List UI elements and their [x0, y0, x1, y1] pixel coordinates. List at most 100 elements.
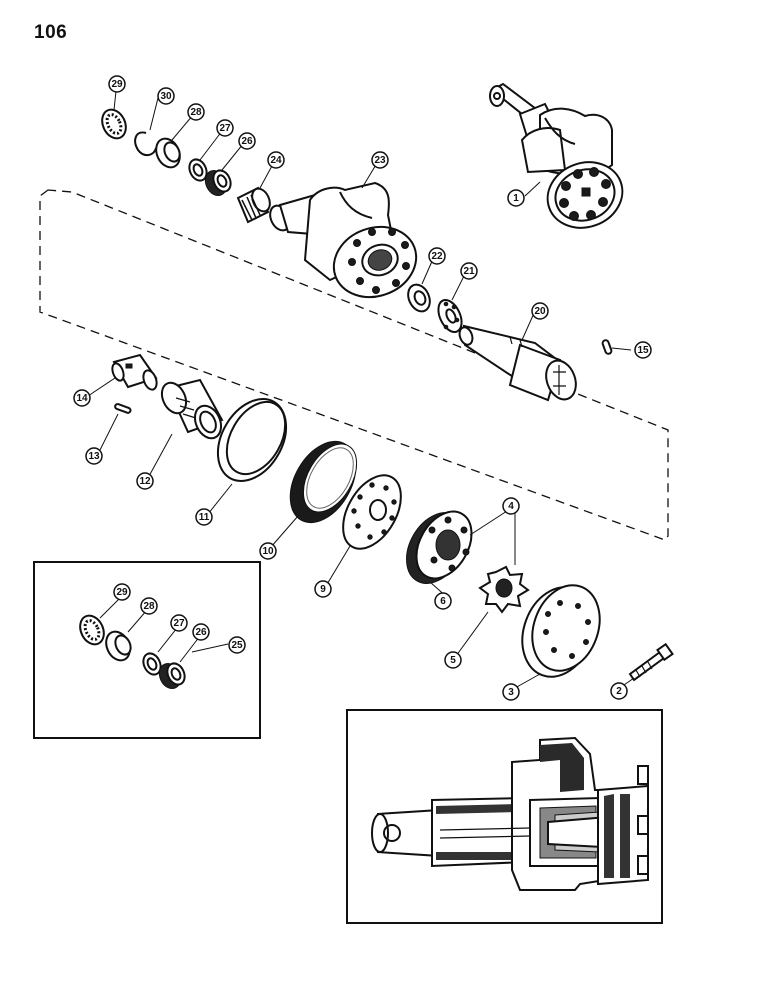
rotor-5: [478, 565, 530, 614]
callout-circle: [460, 262, 478, 280]
callout-circle: [73, 389, 91, 407]
callout-circle: [531, 302, 549, 320]
callout-circle: [195, 508, 213, 526]
callout-label: 23: [374, 155, 386, 166]
callout-k29: 29: [113, 583, 131, 601]
callout-label: 27: [173, 618, 185, 629]
callout-label: 14: [76, 393, 88, 404]
assembled-steering-valve: [489, 82, 624, 229]
callout-c4: 4: [502, 497, 520, 515]
callout-c11: 11: [195, 508, 213, 526]
seal-28: [155, 137, 181, 169]
callout-label: 26: [195, 627, 207, 638]
callout-label: 30: [160, 91, 172, 102]
sleeve-12: [160, 378, 224, 440]
callout-c26: 26: [238, 132, 256, 150]
callout-c1: 1: [507, 189, 525, 207]
callout-circle: [259, 542, 277, 560]
callout-c15: 15: [634, 341, 652, 359]
drive-link-14: [111, 353, 158, 391]
callout-label: 12: [139, 476, 151, 487]
callout-label: 2: [616, 686, 622, 697]
cross-section-inset-frame: [346, 709, 663, 924]
callout-c2: 2: [610, 682, 628, 700]
callout-circle: [113, 583, 131, 601]
gerotor-6: [406, 510, 473, 584]
callout-circle: [216, 119, 234, 137]
snap-ring-30: [134, 131, 157, 156]
callout-circle: [238, 132, 256, 150]
leader-lines: [87, 90, 635, 689]
callout-label: 27: [219, 123, 231, 134]
callout-circle: [192, 623, 210, 641]
seal-kit-inset-frame: [33, 561, 261, 739]
callout-k28: 28: [140, 597, 158, 615]
valve-housing-23: [269, 181, 418, 299]
callout-c27: 27: [216, 119, 234, 137]
callout-c28: 28: [187, 103, 205, 121]
callout-label: 13: [88, 451, 100, 462]
callout-label: 4: [508, 501, 514, 512]
gerotor-ring-10: [289, 440, 358, 524]
callout-label: 26: [241, 136, 253, 147]
kit-seal-28: [105, 630, 132, 662]
callout-c14: 14: [73, 389, 91, 407]
callout-label: 15: [637, 345, 649, 356]
callout-k26: 26: [192, 623, 210, 641]
callout-label: 24: [270, 155, 282, 166]
plate-21: [437, 299, 463, 333]
callout-circle: [140, 597, 158, 615]
callout-k25: 25: [228, 636, 246, 654]
callout-label: 10: [262, 546, 274, 557]
callout-circle: [314, 580, 332, 598]
kit-leader-lines: [99, 597, 229, 663]
callout-label: 6: [440, 596, 446, 607]
page-number: 106: [34, 22, 68, 43]
callout-c20: 20: [531, 302, 549, 320]
callout-label: 22: [431, 251, 443, 262]
callout-c24: 24: [267, 151, 285, 169]
callout-circle: [170, 614, 188, 632]
callout-circle: [267, 151, 285, 169]
callout-c30: 30: [157, 87, 175, 105]
ring-11: [216, 398, 288, 482]
kit-washer-27: [142, 652, 162, 676]
callout-circle: [502, 683, 520, 701]
callout-label: 11: [199, 512, 210, 523]
bearing-29: [101, 108, 127, 140]
kit-bearing-29: [79, 614, 105, 646]
callout-circle: [108, 75, 126, 93]
callout-c22: 22: [428, 247, 446, 265]
pin-13: [114, 403, 132, 414]
callout-circle: [136, 472, 154, 490]
washer-27: [188, 158, 208, 182]
end-cap-3: [521, 584, 601, 678]
callout-label: 28: [190, 107, 202, 118]
callout-c23: 23: [371, 151, 389, 169]
callout-c12: 12: [136, 472, 154, 490]
callout-c29: 29: [108, 75, 126, 93]
callout-c9: 9: [314, 580, 332, 598]
callout-c13: 13: [85, 447, 103, 465]
callout-label: 1: [513, 193, 519, 204]
needle-bearing-24: [236, 186, 271, 224]
callout-circle: [228, 636, 246, 654]
callout-k27: 27: [170, 614, 188, 632]
callout-label: 28: [143, 601, 155, 612]
callout-circle: [610, 682, 628, 700]
spacer-22: [407, 283, 431, 313]
callout-c10: 10: [259, 542, 277, 560]
spool-20: [458, 324, 577, 402]
callout-label: 20: [534, 306, 546, 317]
callout-label: 29: [116, 587, 128, 598]
callout-label: 21: [463, 266, 475, 277]
callout-circle: [428, 247, 446, 265]
callout-label: 5: [450, 655, 456, 666]
callout-label: 3: [508, 687, 514, 698]
callout-label: 29: [111, 79, 123, 90]
plate-9: [342, 474, 402, 550]
callout-circle: [85, 447, 103, 465]
callout-c5: 5: [444, 651, 462, 669]
callout-circle: [502, 497, 520, 515]
